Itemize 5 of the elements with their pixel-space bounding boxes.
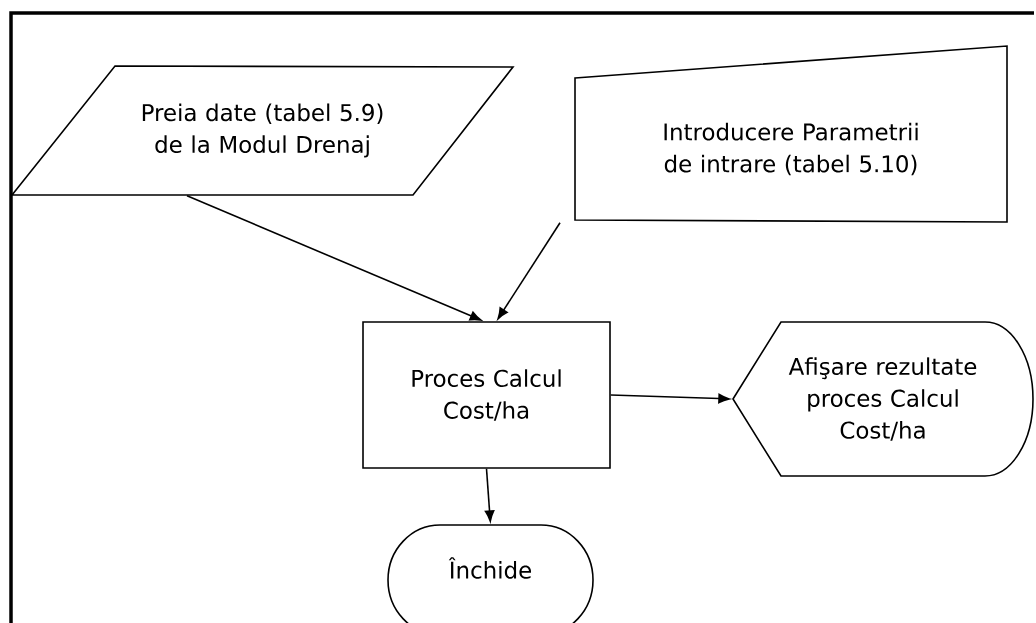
arrow [497,222,561,320]
arrow [610,393,730,404]
arrow [186,195,482,321]
process-box: Proces Calcul Cost/ha [362,321,611,469]
arrow [484,468,495,522]
